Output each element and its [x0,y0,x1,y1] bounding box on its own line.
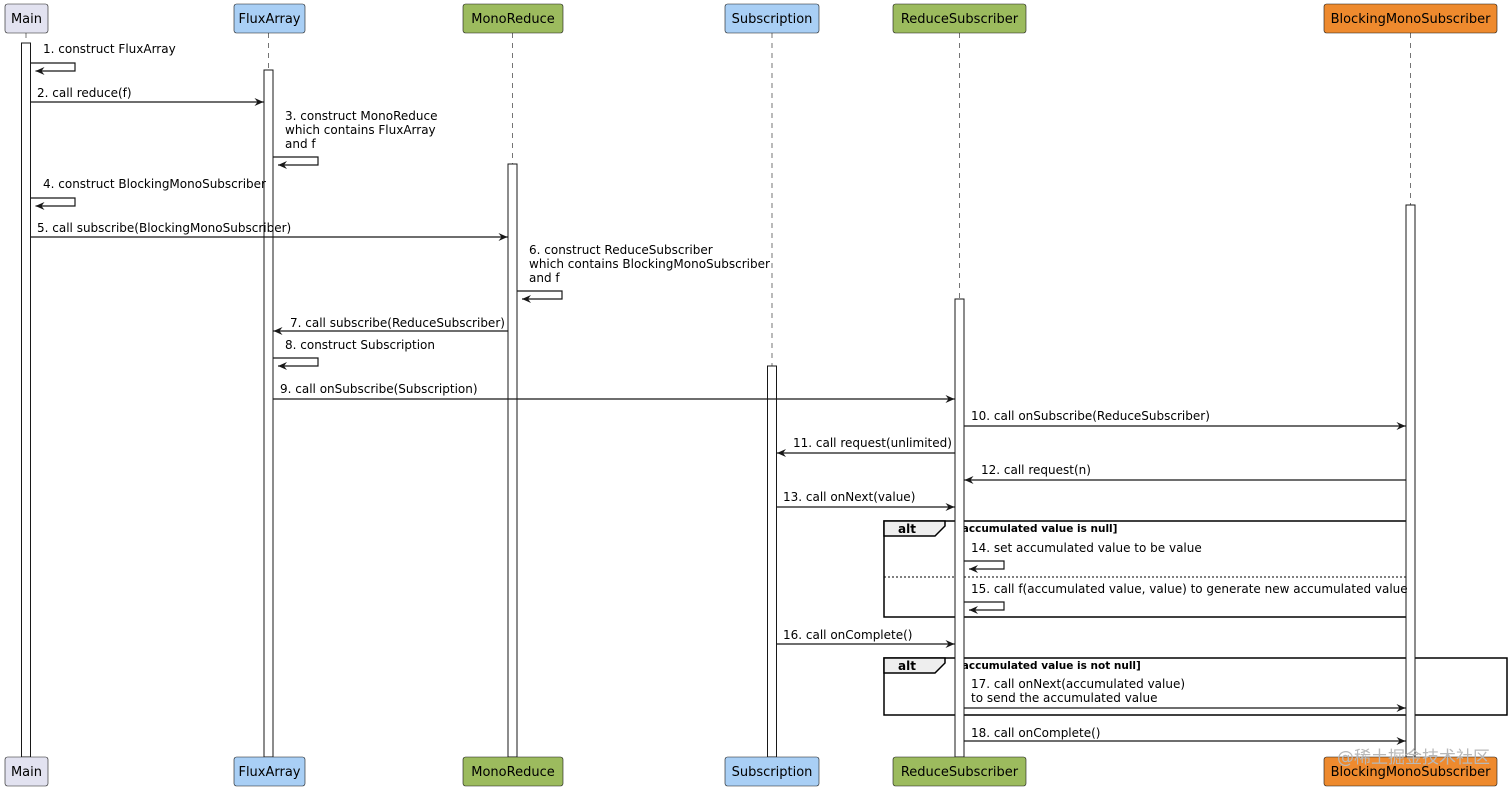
message-label: 9. call onSubscribe(Subscription) [280,382,478,396]
message-label: 8. construct Subscription [285,338,435,352]
message-label: 5. call subscribe(BlockingMonoSubscriber… [37,221,291,235]
participant-mono-head: MonoReduce [462,3,564,34]
alt-frame: alt [accumulated value is not null] [883,657,1508,716]
message-10: 10. call onSubscribe(ReduceSubscriber) [964,409,1406,430]
participant-label: Subscription [732,12,813,27]
message-17: 17. call onNext(accumulated value)to sen… [964,677,1406,712]
message-label: which contains FluxArray [285,123,436,137]
message-label: 12. call request(n) [981,463,1091,477]
participant-label: Subscription [732,765,813,780]
participant-block-head: BlockingMonoSubscriber [1323,3,1498,34]
message-label: 3. construct MonoReduce [285,109,437,123]
message-13: 13. call onNext(value) [776,490,955,511]
message-label: 11. call request(unlimited) [793,436,952,450]
self-message-arrow [964,560,1005,573]
participant-flux-foot: FluxArray [233,756,306,787]
message-label: and f [285,137,316,151]
message-label: and f [529,271,560,285]
activation-bar-main [21,42,31,758]
participant-subs-head: Subscription [724,3,820,34]
activation-bar-block [1405,204,1416,758]
activation-bar-mono [507,163,518,758]
self-message-arrow [273,156,319,169]
message-11: 11. call request(unlimited) [777,436,955,457]
message-18: 18. call onComplete() [964,726,1406,745]
participant-label: BlockingMonoSubscriber [1331,765,1491,780]
message-label: 2. call reduce(f) [37,86,132,100]
participant-reduce-head: ReduceSubscriber [892,3,1027,34]
participant-label: MonoReduce [471,765,554,780]
message-label: 18. call onComplete() [971,726,1100,740]
message-label: 6. construct ReduceSubscriber [529,243,713,257]
message-label: 17. call onNext(accumulated value) [971,677,1185,691]
message-label: which contains BlockingMonoSubscriber [529,257,770,271]
message-12: 12. call request(n) [964,463,1406,484]
alt-frame: alt [accumulated value is null] [883,520,1412,618]
participant-label: FluxArray [238,12,300,27]
activation-bar-flux [263,69,274,758]
message-16: 16. call onComplete() [776,628,955,648]
alt-frame-guard: [accumulated value is null] [957,523,1117,535]
message-label: 13. call onNext(value) [783,490,915,504]
alt-frame-guard: [accumulated value is not null] [957,660,1141,672]
message-8: 8. construct Subscription [273,338,435,370]
message-1: 1. construct FluxArray [30,42,176,75]
alt-frame-tab [883,520,946,537]
message-15: 15. call f(accumulated value, value) to … [964,582,1408,614]
participant-block-foot: BlockingMonoSubscriber [1323,756,1498,787]
message-label: 10. call onSubscribe(ReduceSubscriber) [971,409,1210,423]
activation-bar-subs [767,365,777,758]
self-message-arrow [30,62,76,75]
alt-frame-tab [883,657,946,674]
message-7: 7. call subscribe(ReduceSubscriber) [273,316,508,335]
participant-mono-foot: MonoReduce [462,756,564,787]
participant-label: Main [11,765,42,780]
participant-main-foot: Main [4,756,49,787]
participant-main-head: Main [4,3,49,34]
message-4: 4. construct BlockingMonoSubscriber [30,177,266,210]
watermark-text: @稀土掘金技术社区 [1337,748,1490,768]
participant-label: MonoReduce [471,12,554,27]
participant-label: FluxArray [238,765,300,780]
participant-label: BlockingMonoSubscriber [1331,12,1491,27]
alt-frame-label: alt [898,659,916,673]
participant-label: Main [11,12,42,27]
message-label: 4. construct BlockingMonoSubscriber [43,177,266,191]
self-message-arrow [273,357,319,370]
message-label: 14. set accumulated value to be value [971,541,1202,555]
participant-flux-head: FluxArray [233,3,306,34]
self-message-arrow [964,601,1005,614]
message-label: 15. call f(accumulated value, value) to … [971,582,1408,596]
message-label: 16. call onComplete() [783,628,912,642]
participant-label: ReduceSubscriber [901,12,1019,27]
message-14: 14. set accumulated value to be value [964,541,1202,573]
participant-reduce-foot: ReduceSubscriber [892,756,1027,787]
participant-label: ReduceSubscriber [901,765,1019,780]
message-9: 9. call onSubscribe(Subscription) [273,382,955,403]
alt-frame-label: alt [898,522,916,536]
self-message-arrow [517,290,563,303]
message-label: 7. call subscribe(ReduceSubscriber) [290,316,505,330]
message-2: 2. call reduce(f) [30,86,264,106]
self-message-arrow [30,197,76,210]
message-label: to send the accumulated value [971,691,1157,705]
activation-bar-reduce [954,298,965,758]
message-label: 1. construct FluxArray [43,42,176,56]
message-5: 5. call subscribe(BlockingMonoSubscriber… [30,221,508,241]
participant-subs-foot: Subscription [724,756,820,787]
